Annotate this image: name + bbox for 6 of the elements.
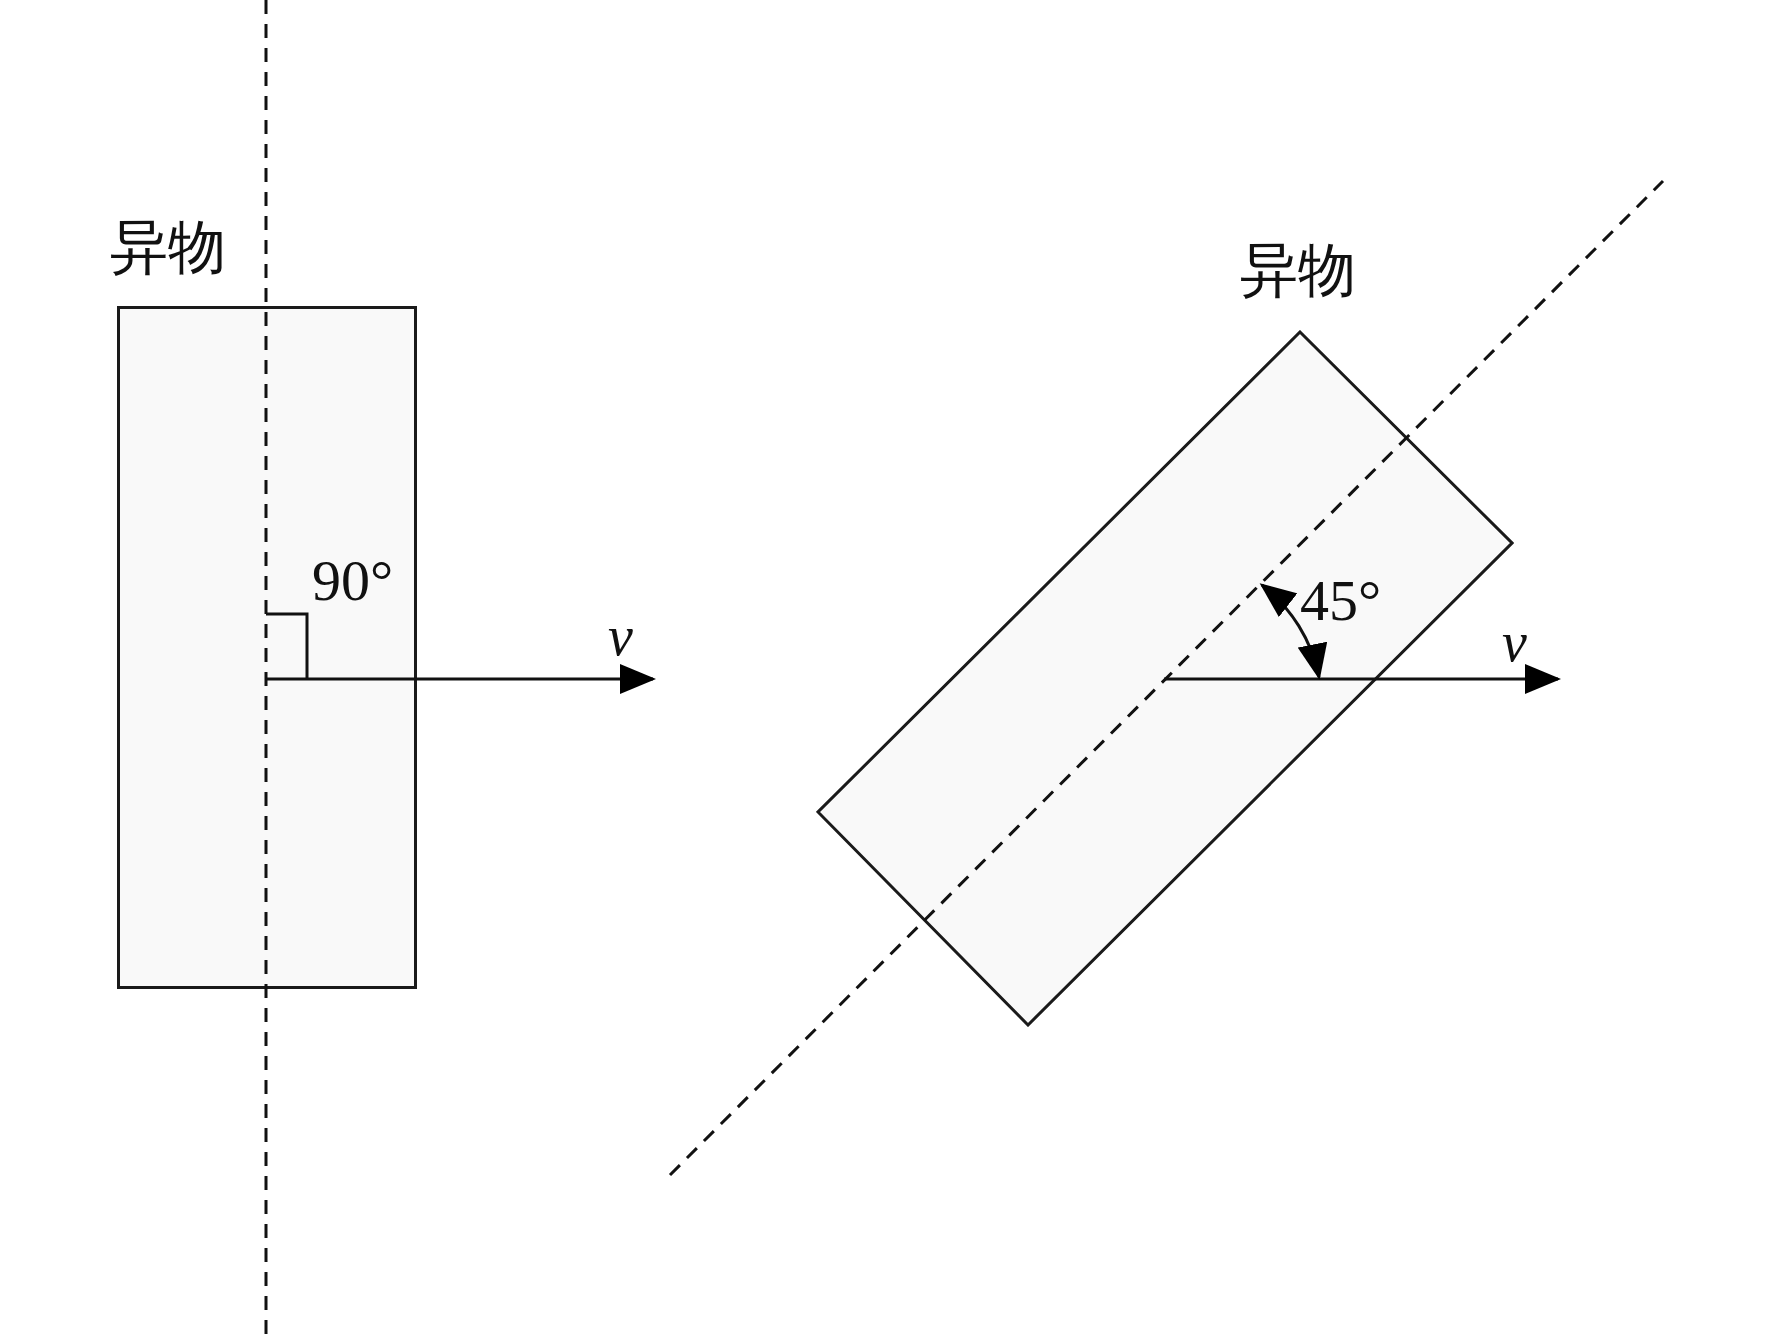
object-label: 异物 [110,219,226,277]
velocity-label: v [608,608,633,664]
angle-label: 90° [312,552,394,610]
object-label: 异物 [1240,242,1356,300]
velocity-label: v [1502,614,1527,670]
angle-label: 45° [1300,572,1382,630]
